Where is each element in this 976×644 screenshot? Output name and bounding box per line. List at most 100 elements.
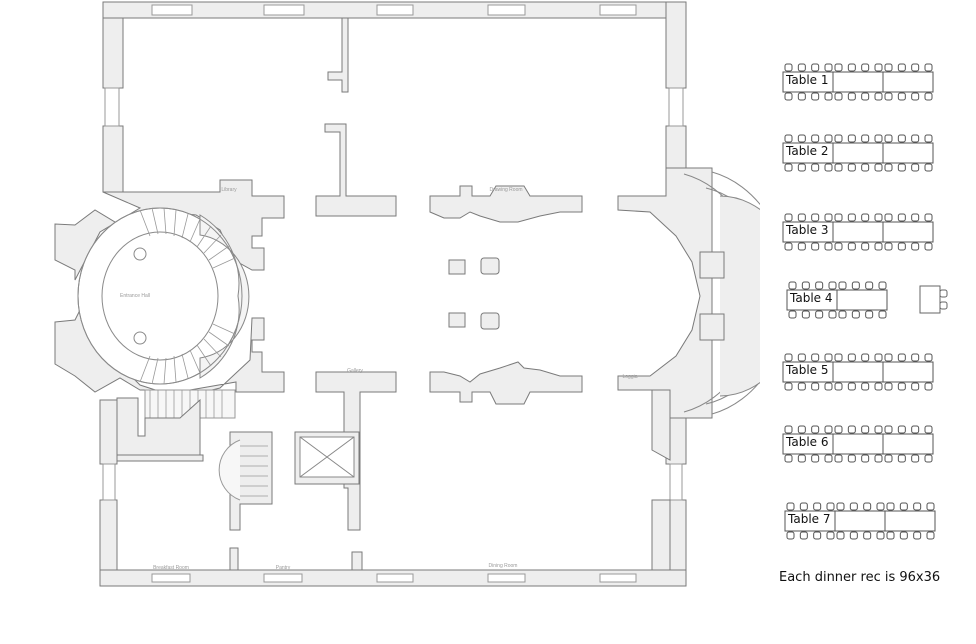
chair — [865, 281, 874, 290]
chair — [811, 425, 820, 434]
chair — [911, 134, 920, 143]
chair — [799, 531, 808, 540]
chair — [834, 213, 843, 222]
chair — [801, 281, 810, 290]
chair — [797, 63, 806, 72]
service-area: Breakfast Room Pantry Dining Room — [153, 431, 518, 571]
chair — [851, 281, 860, 290]
table-5-label: Table 5 — [785, 363, 830, 377]
chair — [786, 502, 795, 511]
chair — [797, 425, 806, 434]
chair — [811, 242, 820, 251]
chair — [884, 163, 893, 172]
dinner-table-4[interactable]: Table 4 — [786, 280, 888, 320]
chair — [847, 163, 856, 172]
dinner-table-1[interactable]: Table 1 — [782, 62, 934, 102]
chair — [797, 382, 806, 391]
chair — [911, 242, 920, 251]
dinner-table-3[interactable]: Table 3 — [782, 212, 934, 252]
table-segment — [832, 361, 884, 383]
chair — [811, 92, 820, 101]
chair — [897, 163, 906, 172]
chair — [824, 454, 833, 463]
chair — [861, 92, 870, 101]
chair — [874, 163, 883, 172]
chair — [834, 242, 843, 251]
entrance-hall-wing: Library Entrance Hall — [54, 179, 285, 462]
floor-plan: Library Entrance Hall Drawing Room Galle… — [54, 1, 760, 587]
chair — [911, 353, 920, 362]
chair — [788, 310, 797, 319]
chair — [861, 163, 870, 172]
chair — [824, 382, 833, 391]
stair-treads — [139, 207, 236, 385]
chair — [811, 134, 820, 143]
chair — [897, 353, 906, 362]
table-2-label: Table 2 — [785, 144, 830, 158]
chair — [924, 242, 933, 251]
chair — [884, 382, 893, 391]
chair — [824, 213, 833, 222]
table-3-label: Table 3 — [785, 223, 830, 237]
chair — [884, 353, 893, 362]
chair — [884, 242, 893, 251]
chair — [815, 281, 824, 290]
chair — [897, 425, 906, 434]
table-1-label: Table 1 — [785, 73, 830, 87]
chair — [797, 92, 806, 101]
chair — [924, 92, 933, 101]
room-label-gallery: Gallery — [347, 368, 363, 374]
chair — [799, 502, 808, 511]
chair — [924, 63, 933, 72]
chair — [847, 63, 856, 72]
chair — [861, 382, 870, 391]
table-6-label: Table 6 — [785, 435, 830, 449]
chair — [834, 134, 843, 143]
table-segment — [832, 71, 884, 93]
chair — [797, 213, 806, 222]
table-4-label: Table 4 — [789, 291, 834, 305]
chair — [897, 213, 906, 222]
chair — [897, 63, 906, 72]
dimension-note: Each dinner rec is 96x36 — [779, 570, 941, 585]
chair — [886, 502, 895, 511]
chair — [824, 134, 833, 143]
chair — [874, 213, 883, 222]
chair — [863, 531, 872, 540]
chair — [786, 531, 795, 540]
chair — [874, 63, 883, 72]
chair — [924, 382, 933, 391]
chair — [847, 454, 856, 463]
room-label-dining-room: Dining Room — [489, 563, 518, 569]
chair — [911, 382, 920, 391]
room-label-loggia: Loggia — [622, 374, 637, 380]
chair — [847, 382, 856, 391]
chair — [788, 281, 797, 290]
table-segment — [882, 221, 934, 243]
chair — [834, 353, 843, 362]
chair — [884, 63, 893, 72]
chair — [861, 63, 870, 72]
dinner-table-5[interactable]: Table 5 — [782, 352, 934, 392]
chair — [884, 213, 893, 222]
table-segment — [836, 289, 888, 311]
chair — [834, 382, 843, 391]
chair — [913, 531, 922, 540]
dinner-table-6[interactable]: Table 6 — [782, 424, 934, 464]
chair — [876, 531, 885, 540]
chair — [897, 92, 906, 101]
chair — [797, 454, 806, 463]
chair — [878, 310, 887, 319]
chair — [797, 163, 806, 172]
chair — [861, 213, 870, 222]
chair — [826, 531, 835, 540]
chair — [911, 425, 920, 434]
table-segment — [882, 361, 934, 383]
small-table[interactable] — [918, 285, 950, 315]
dinner-table-7[interactable]: Table 7 — [784, 501, 936, 541]
chair — [815, 310, 824, 319]
chair — [849, 502, 858, 511]
room-label-pantry: Pantry — [276, 565, 291, 571]
chair — [911, 163, 920, 172]
dinner-table-2[interactable]: Table 2 — [782, 133, 934, 173]
